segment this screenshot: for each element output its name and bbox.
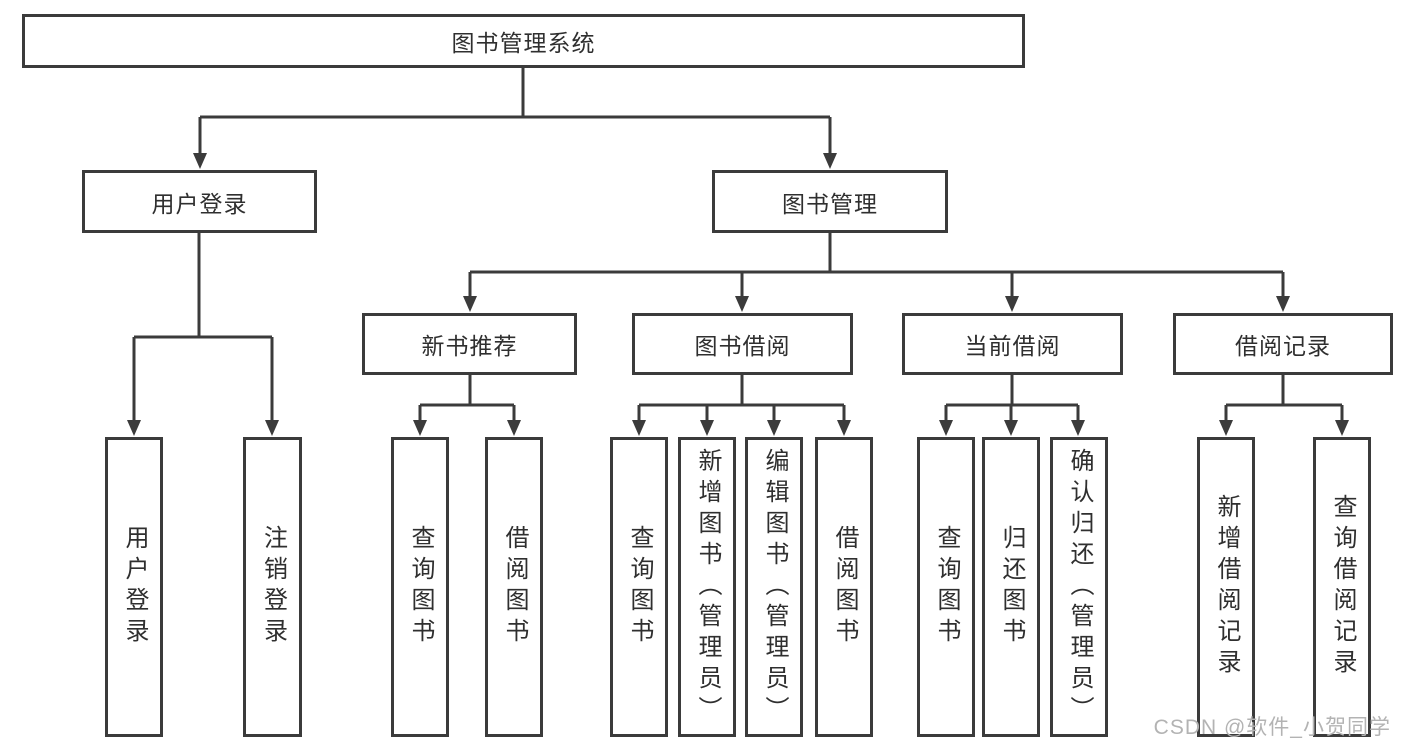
arrow-down-icon [837,420,851,436]
arrow-down-icon [700,420,714,436]
arrow-down-icon [413,420,427,436]
node-book-borrowing: 图书借阅 [632,313,853,375]
arrow-down-icon [507,420,521,436]
node-book-management: 图书管理 [712,170,948,233]
connector-borrow-record-to-children [1224,375,1344,422]
node-query-borrow-record: 查询借阅记录 [1313,437,1371,737]
node-new-book-recommendation: 新书推荐 [362,313,577,375]
node-library-management-system: 图书管理系统 [22,14,1025,68]
node-edit-books-admin: 编辑图书（管理员） [745,437,803,737]
arrow-down-icon [939,420,953,436]
node-current-borrowing: 当前借阅 [902,313,1123,375]
node-confirm-return-admin: 确认归还（管理员） [1050,437,1108,737]
connector-user-login-to-children [132,233,274,421]
arrow-down-icon [823,153,837,169]
arrow-down-icon [1071,420,1085,436]
connector-root-to-level2 [198,68,832,154]
arrow-down-icon [193,153,207,169]
arrow-down-icon [632,420,646,436]
arrow-down-icon [767,420,781,436]
node-query-books-current: 查询图书 [917,437,975,737]
node-borrowing-records: 借阅记录 [1173,313,1393,375]
connector-current-borrow-to-children [944,375,1080,422]
node-query-books-borrow: 查询图书 [610,437,668,737]
connector-new-book-rec-to-children [418,375,516,422]
node-query-books-rec: 查询图书 [391,437,449,737]
node-user-login: 用户登录 [82,170,317,233]
arrow-down-icon [463,296,477,312]
connector-book-borrow-to-children [637,375,846,422]
arrow-down-icon [265,420,279,436]
arrow-down-icon [127,420,141,436]
arrow-down-icon [1005,296,1019,312]
arrow-down-icon [1004,420,1018,436]
arrow-down-icon [1276,296,1290,312]
arrow-down-icon [1335,420,1349,436]
node-borrow-books: 借阅图书 [815,437,873,737]
node-logout: 注销登录 [243,437,302,737]
arrow-down-icon [1219,420,1233,436]
node-borrow-books-rec: 借阅图书 [485,437,543,737]
node-add-borrow-record: 新增借阅记录 [1197,437,1255,737]
node-return-books: 归还图书 [982,437,1040,737]
arrow-down-icon [735,296,749,312]
node-user-login-leaf: 用户登录 [105,437,163,737]
connector-book-management-to-level3 [468,233,1285,298]
node-add-books-admin: 新增图书（管理员） [678,437,736,737]
